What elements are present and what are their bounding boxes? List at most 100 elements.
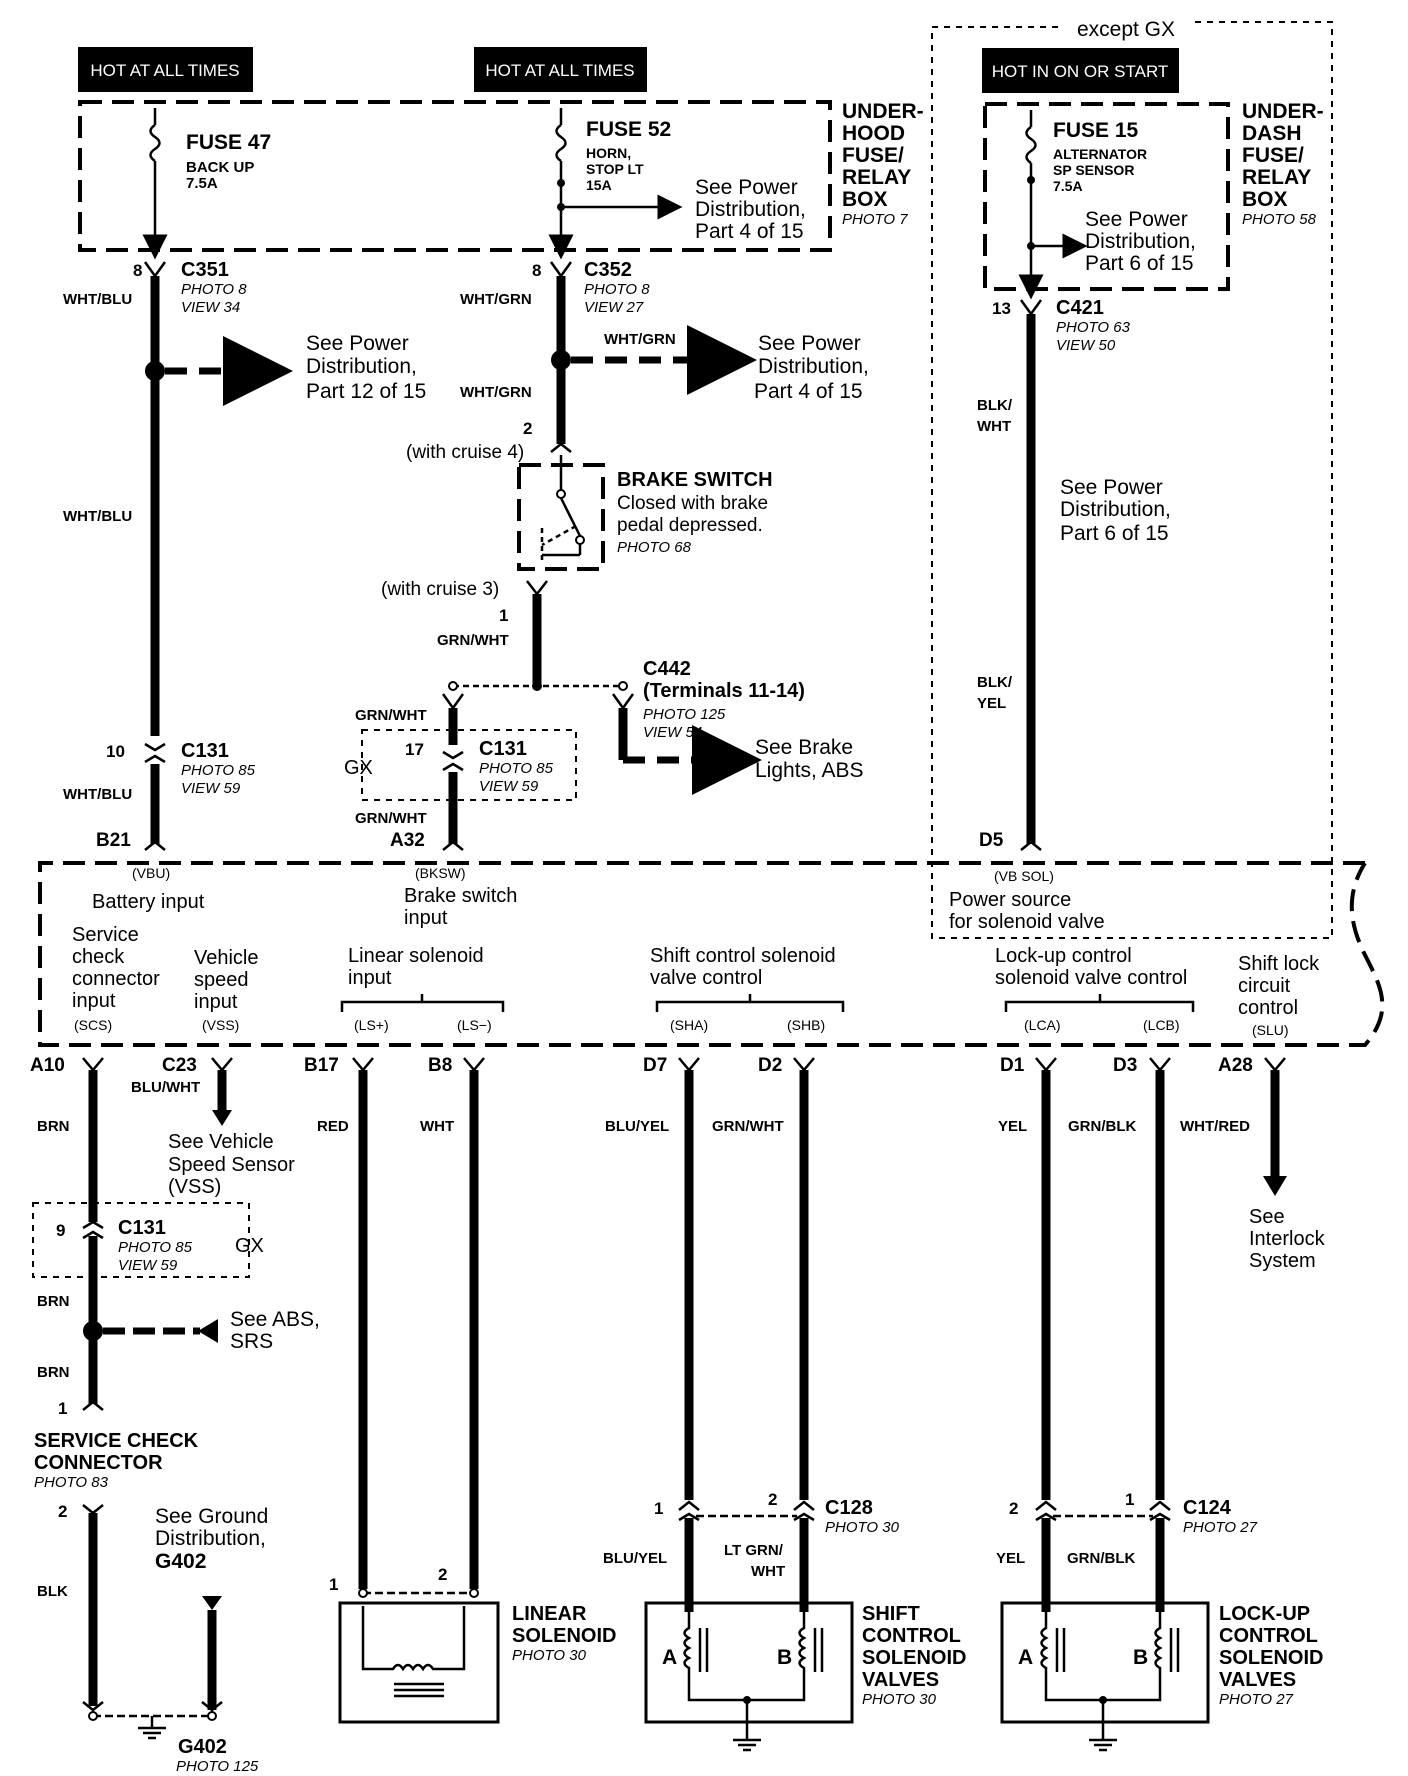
except-gx-label: except GX (1077, 18, 1175, 41)
c128-pin-1: 1 (654, 1499, 663, 1518)
pcm-shb: (SHB) (787, 1017, 825, 1033)
c124-pin-1: 1 (1125, 1490, 1134, 1509)
c421-view: VIEW 50 (1056, 337, 1116, 354)
c442-view: VIEW 54 (643, 724, 702, 741)
c131-b-pin: 17 (405, 740, 424, 759)
fuse-15-label: FUSE 15 (1053, 119, 1139, 142)
c352-view: VIEW 27 (584, 299, 644, 316)
lock-up-control-solenoid-valves (1000, 1601, 1210, 1724)
wire-label-grn-wht-1: GRN/WHT (437, 632, 509, 649)
gx-label-1: GX (344, 757, 373, 779)
brake-switch-photo: PHOTO 68 (617, 539, 692, 556)
pcm-vbu: (VBU) (132, 865, 170, 881)
hot-label-2-text: HOT AT ALL TIMES (485, 61, 634, 80)
underhood-photo: PHOTO 7 (842, 211, 908, 228)
c128-photo: PHOTO 30 (825, 1519, 900, 1536)
pcm-pin-a10: A10 (30, 1055, 65, 1076)
arrow-abs-srs (198, 1319, 218, 1343)
see-power-dist-part4-a: See Power Distribution, Part 4 of 15 (695, 176, 812, 243)
see-interlock: See Interlock System (1249, 1206, 1330, 1272)
g402-label: G402 (178, 1736, 227, 1758)
wire-label-wht-blu-3: WHT/BLU (63, 786, 132, 803)
fuse-52-label: FUSE 52 (586, 118, 671, 141)
c131-a-label: C131 (181, 740, 229, 762)
fuse-47-amp: 7.5A (186, 175, 218, 192)
pcm-pin-d2: D2 (758, 1055, 782, 1076)
scc-pin-2: 2 (58, 1502, 67, 1521)
c351-pin: 8 (133, 261, 142, 280)
lock-up-control-title: LOCK-UP CONTROL SOLENOID VALVES (1219, 1603, 1329, 1691)
pcm-slu: (SLU) (1252, 1022, 1289, 1038)
service-check-connector-title-1: SERVICE CHECK (34, 1430, 199, 1452)
except-gx-boundary (931, 21, 1333, 939)
c128-label: C128 (825, 1497, 873, 1519)
wire-label-grn-blk-1: GRN/BLK (1068, 1118, 1136, 1135)
wire-label-blu-wht: BLU/WHT (131, 1079, 200, 1096)
lock-up-control-photo: PHOTO 27 (1219, 1691, 1294, 1708)
gx-label-2: GX (235, 1235, 264, 1257)
hot-in-on-text: HOT IN ON OR START (992, 62, 1169, 81)
pcm-battery-input: Battery input (92, 891, 205, 913)
c421-label: C421 (1056, 297, 1104, 319)
linear-solenoid (338, 1601, 500, 1724)
c131-c-view: VIEW 59 (118, 1257, 178, 1274)
hot-in-on-or-start-label (982, 48, 1179, 93)
c124-photo: PHOTO 27 (1183, 1519, 1258, 1536)
pcm-box (38, 861, 1385, 1047)
brake-switch-desc2: pedal depressed. (617, 515, 763, 536)
wire-label-grn-wht-3: GRN/WHT (355, 810, 427, 827)
linear-solenoid-title-1: LINEAR (512, 1603, 587, 1625)
wire-label-blk-wht-1: BLK/ (977, 397, 1013, 414)
fuse-52-symbol (555, 123, 567, 163)
brake-switch-title: BRAKE SWITCH (617, 469, 773, 491)
fuse-47-desc: BACK UP (186, 159, 254, 176)
wire-label-wht-grn-3: WHT/GRN (460, 384, 532, 401)
fuse-47-symbol (149, 123, 161, 163)
c352-photo: PHOTO 8 (584, 281, 650, 298)
fuse-15-desc2: SP SENSOR (1053, 162, 1134, 178)
brake-switch-cruise4: (with cruise 4) (406, 442, 524, 463)
c124-label: C124 (1183, 1497, 1232, 1519)
wire-label-wht-grn-1: WHT/GRN (460, 291, 532, 308)
gx-box-1 (361, 729, 577, 801)
c124-pin-2: 2 (1009, 1499, 1018, 1518)
scc-photo: PHOTO 83 (34, 1474, 109, 1491)
splice-wht-blu (145, 361, 165, 381)
pcm-ls-plus: (LS+) (354, 1017, 389, 1033)
hot-label-1-text: HOT AT ALL TIMES (90, 61, 239, 80)
wire-label-grn-wht-2: GRN/WHT (355, 707, 427, 724)
c131-b-label: C131 (479, 738, 527, 760)
c352-label: C352 (584, 259, 632, 281)
fuse-15-desc1: ALTERNATOR (1053, 146, 1147, 162)
pcm-pin-a32: A32 (390, 830, 425, 851)
shift-bracket (655, 994, 845, 1012)
c352-pin: 8 (532, 261, 541, 280)
gx-box-2 (32, 1202, 250, 1278)
g402-photo: PHOTO 125 (176, 1758, 259, 1775)
pcm-sha: (SHA) (670, 1017, 708, 1033)
scc-pin-1: 1 (58, 1399, 67, 1418)
c351-photo: PHOTO 8 (181, 281, 247, 298)
pcm-lca: (LCA) (1024, 1017, 1061, 1033)
pcm-pin-d1: D1 (1000, 1055, 1025, 1076)
wire-label-wht: WHT (420, 1118, 454, 1135)
wire-label-yel-1: YEL (998, 1118, 1027, 1135)
wire-label-blu-yel-1: BLU/YEL (605, 1118, 669, 1135)
pcm-power-source-2: for solenoid valve (949, 911, 1105, 933)
pcm-linear-2: input (348, 967, 392, 989)
lockup-bracket (1004, 994, 1195, 1012)
brake-switch-pin-1: 1 (499, 606, 508, 625)
c131-c-photo: PHOTO 85 (118, 1239, 193, 1256)
shift-valve-b-label: B (777, 1646, 792, 1669)
pcm-ls-minus: (LS−) (457, 1017, 492, 1033)
pcm-lockup-2: solenoid valve control (995, 967, 1187, 989)
underdash-label: UNDER- DASH FUSE/ RELAY BOX (1242, 100, 1330, 211)
wire-label-grn-blk-2: GRN/BLK (1067, 1550, 1135, 1567)
c131-b-photo: PHOTO 85 (479, 760, 554, 777)
pcm-scs: (SCS) (74, 1017, 112, 1033)
wire-label-blk: BLK (37, 1583, 68, 1600)
pcm-vss: (VSS) (202, 1017, 239, 1033)
pcm-brake-switch-1: Brake switch (404, 885, 517, 907)
wire-label-brn-1: BRN (37, 1118, 70, 1135)
